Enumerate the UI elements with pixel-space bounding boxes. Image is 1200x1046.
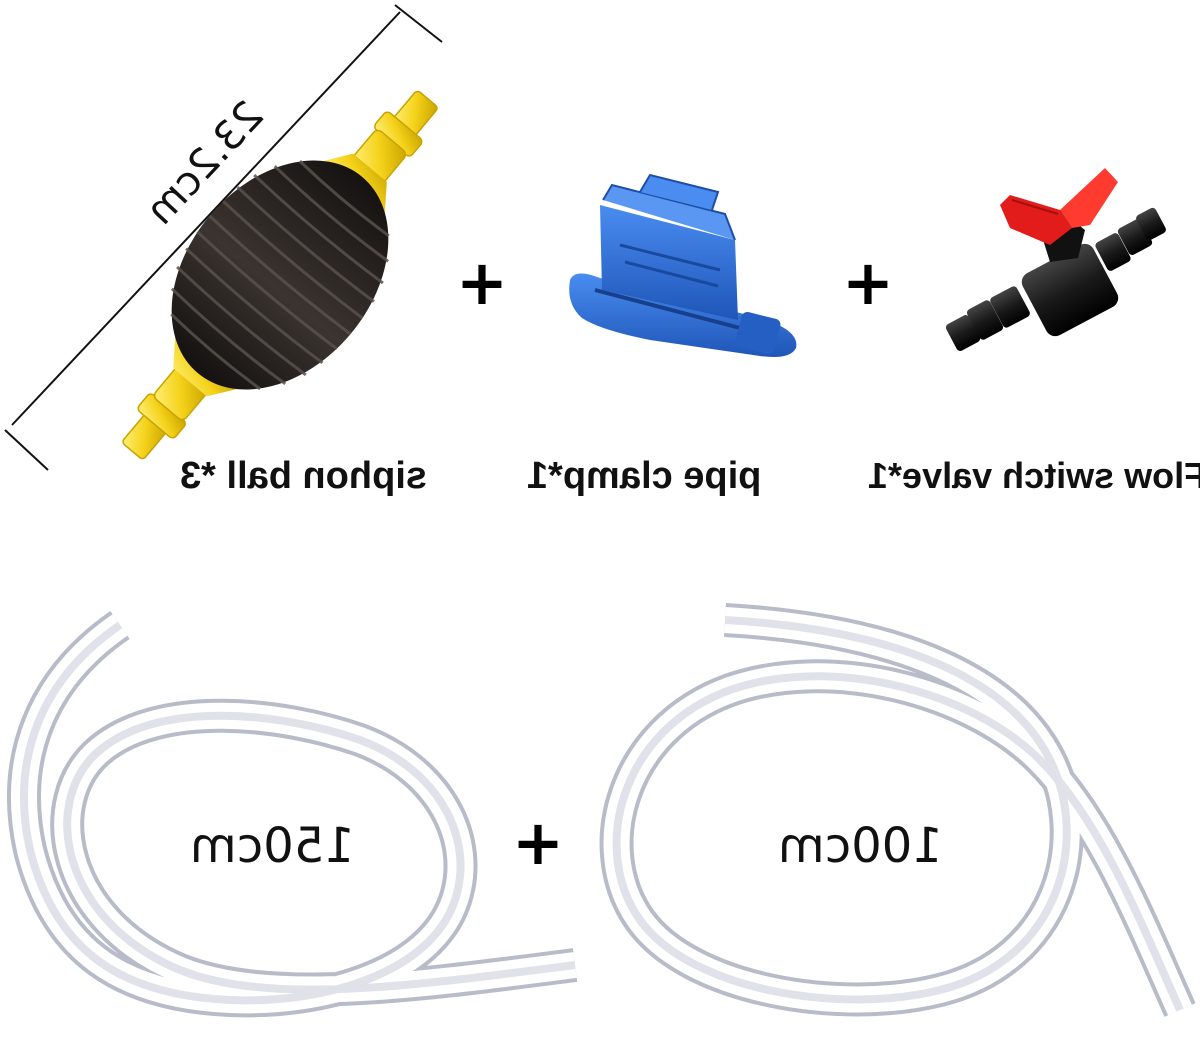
pipe-clamp-label: pipe clamp*1 <box>527 455 762 497</box>
hose-150cm-label: 150cm <box>190 818 355 874</box>
siphon-ball-illustration <box>122 90 438 460</box>
plus-icon-3: + <box>512 806 564 879</box>
plus-icon-1: + <box>456 246 508 319</box>
plus-icon-2: + <box>842 246 894 319</box>
hose-100cm-label: 100cm <box>778 818 943 874</box>
hose-150cm-illustration <box>7 610 578 1018</box>
hose-100cm-illustration <box>599 603 1196 1017</box>
dimension-line <box>4 4 443 471</box>
pipe-clamp-illustration <box>569 173 797 357</box>
siphon-ball-label: siphon ball *3 <box>180 455 428 497</box>
flow-valve-illustration <box>945 168 1166 351</box>
flow-valve-label: Flow switch valve*1 <box>868 455 1200 496</box>
